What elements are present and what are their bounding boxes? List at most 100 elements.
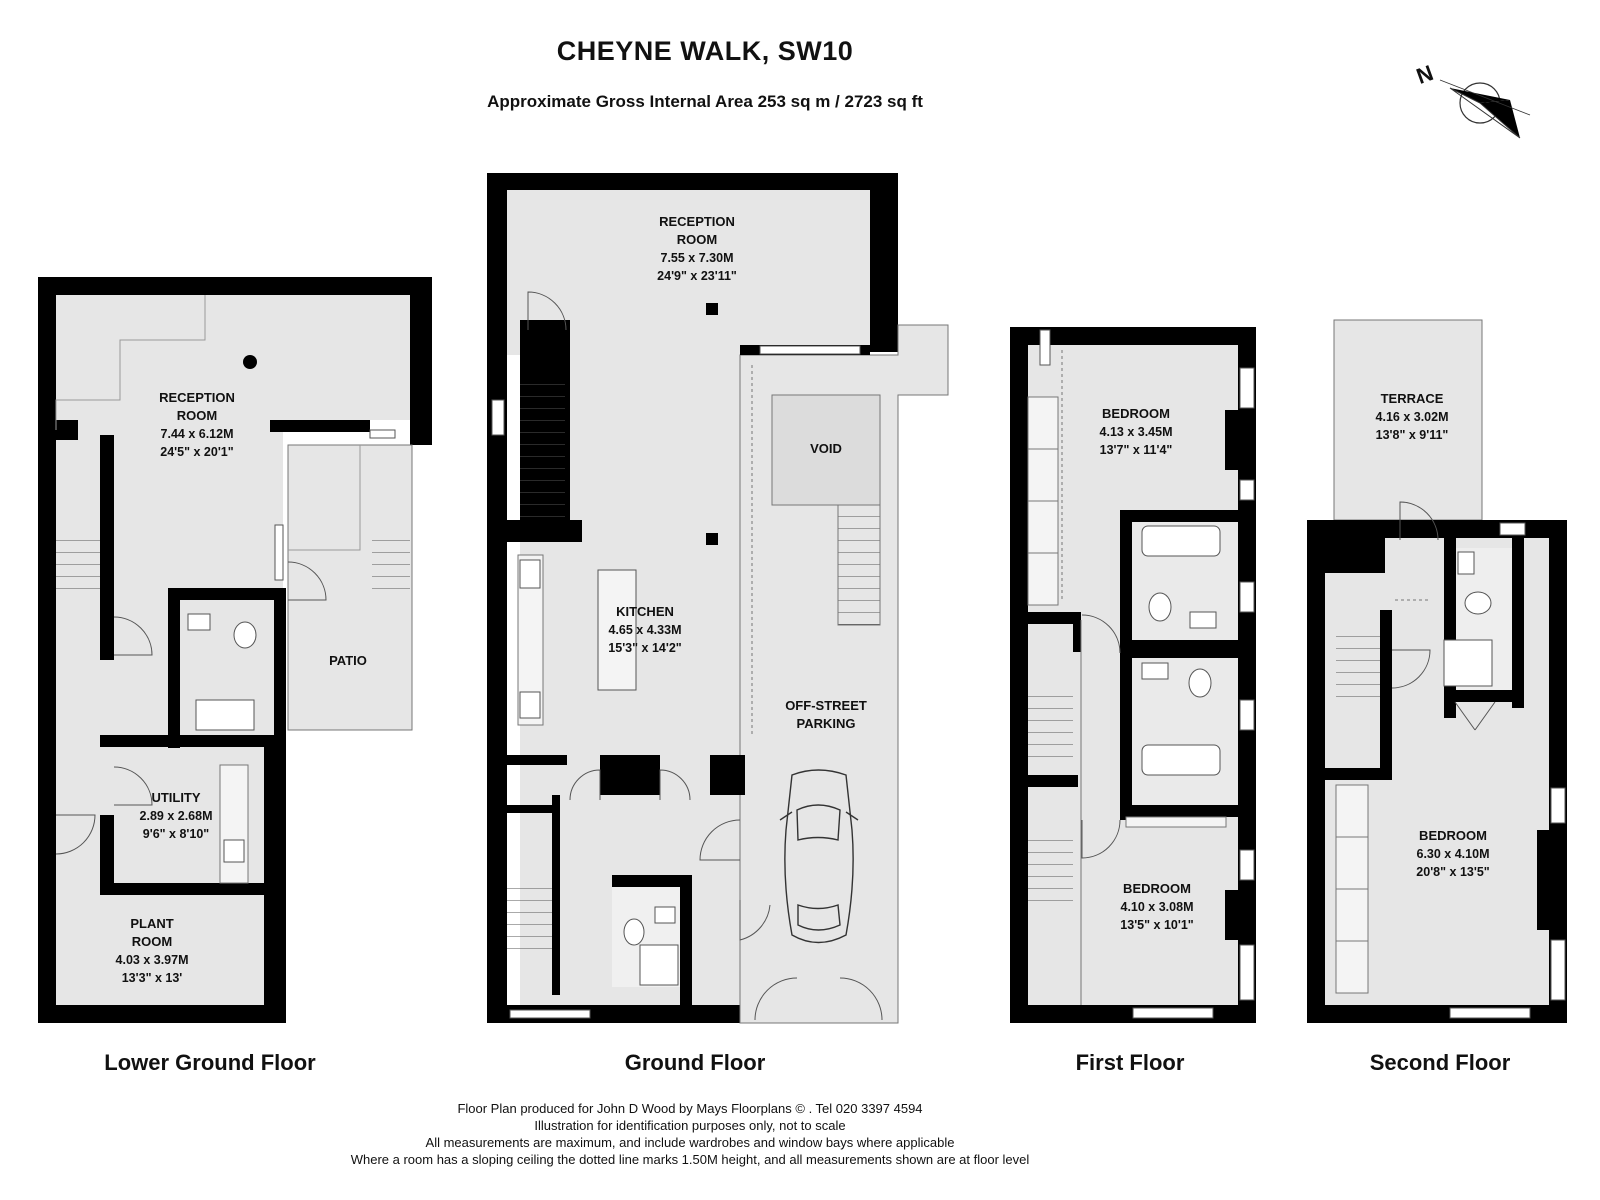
first-door-1 [1081, 614, 1121, 654]
second-floor-plan [1307, 319, 1567, 1023]
ground-door-5 [739, 900, 771, 941]
room-name: TERRACE [1380, 391, 1444, 406]
second-shower [1443, 639, 1493, 687]
ground-shower [639, 944, 679, 986]
ground-column-1 [706, 303, 718, 315]
room-name: PATIO [329, 653, 367, 668]
room-metric: 4.10 x 3.08M [1120, 900, 1194, 914]
lg-reception-label: RECEPTION ROOM 7.44 x 6.12M 24'5" x 20'1… [159, 389, 235, 461]
first-window-4 [1239, 699, 1255, 731]
room-metric: 7.55 x 7.30M [660, 251, 734, 265]
ground-void-stairs [837, 504, 881, 626]
room-metric: 6.30 x 4.10M [1416, 847, 1490, 861]
second-terrace-label: TERRACE 4.16 x 3.02M 13'8" x 9'11" [1376, 390, 1449, 444]
room-imperial: 13'8" x 9'11" [1375, 428, 1449, 442]
ground-wall-e [507, 755, 567, 765]
first-window-1 [1239, 367, 1255, 409]
second-door-terrace [1399, 501, 1439, 541]
lg-utility-wall-b [100, 883, 264, 895]
room-name: ROOM [176, 408, 218, 423]
ground-door-2 [569, 769, 601, 801]
page-title: CHEYNE WALK, SW10 [556, 36, 854, 66]
ground-wc-wall-r [680, 875, 692, 1005]
second-wall-d [1444, 690, 1524, 702]
first-basin-2 [1141, 662, 1169, 680]
lg-door-2 [113, 766, 153, 806]
room-imperial: 9'6" x 8'10" [142, 827, 210, 841]
ground-basin [654, 906, 676, 924]
room-name: VOID [810, 441, 842, 456]
first-wardrobe-2 [1125, 816, 1227, 828]
first-stair-wall [1028, 612, 1076, 624]
first-door-2 [1081, 819, 1121, 859]
ground-window-r [759, 345, 861, 355]
first-bath-2 [1141, 744, 1221, 776]
room-metric: 4.16 x 3.02M [1375, 410, 1449, 424]
first-window-3 [1239, 581, 1255, 613]
lg-patio-edge [288, 445, 361, 551]
lg-window-2 [369, 429, 396, 439]
kitchen-sink [519, 691, 541, 719]
first-bath-1 [1141, 525, 1221, 557]
lg-toilet [233, 621, 257, 649]
ground-wc-wall [612, 875, 692, 887]
first-stair-wall-3 [1073, 612, 1081, 652]
first-wardrobes [1027, 396, 1059, 606]
first-basin-1 [1189, 611, 1217, 629]
lg-wc-wall-l [168, 588, 180, 748]
ground-door-3 [659, 769, 691, 801]
second-window-1 [1499, 522, 1526, 536]
ground-door-1 [527, 291, 567, 331]
lg-utility-wall-top [100, 735, 180, 747]
ground-wall-f [600, 755, 660, 795]
first-bath-fill-2 [1132, 658, 1238, 805]
first-window-5 [1239, 849, 1255, 881]
footer-credit: Floor Plan produced for John D Wood by M… [457, 1101, 923, 1116]
first-stair-wall-2 [1028, 775, 1078, 787]
ground-stair-wall-2 [507, 520, 582, 542]
room-imperial: 20'8" x 13'5" [1416, 865, 1490, 879]
ground-wall-bottom [600, 1005, 740, 1023]
footer-measurements: All measurements are maximum, and includ… [425, 1135, 955, 1150]
second-toilet [1464, 591, 1492, 615]
second-window-2 [1550, 787, 1566, 824]
footer-disclaimer: Illustration for identification purposes… [534, 1118, 846, 1133]
first-bath-wall-top [1120, 510, 1256, 522]
kitchen-island [597, 569, 637, 691]
lg-door-patio [287, 561, 327, 601]
lower-ground-floor-plan [38, 277, 432, 1023]
ground-wall-d [740, 345, 748, 355]
floor-label-second: Second Floor [1369, 1050, 1511, 1075]
floor-label-lower-ground: Lower Ground Floor [104, 1050, 316, 1075]
compass-rose-icon [1439, 79, 1531, 139]
ground-stairs-2 [507, 885, 552, 955]
room-metric: 4.03 x 3.97M [115, 953, 189, 967]
first-stairs [1028, 685, 1073, 765]
room-imperial: 13'7" x 11'4" [1099, 443, 1173, 457]
room-name: RECEPTION [159, 390, 235, 405]
room-name: UTILITY [151, 790, 201, 805]
lg-patio-stairs [372, 540, 410, 600]
ground-wall-g [710, 755, 745, 795]
second-door-2 [1454, 701, 1496, 731]
floor-label-first: First Floor [1075, 1050, 1185, 1075]
room-metric: 4.13 x 3.45M [1099, 425, 1173, 439]
room-name: ROOM [131, 934, 173, 949]
first-toilet-2 [1188, 668, 1212, 698]
lg-door-3 [55, 814, 96, 855]
lg-utility-sink [223, 839, 245, 863]
room-metric: 2.89 x 2.68M [139, 809, 213, 823]
void-fill [771, 394, 881, 506]
first-bath-wall-mid [1120, 640, 1256, 658]
ground-garage-doors [754, 977, 883, 1021]
car-icon [779, 769, 859, 944]
floor-label-ground: Ground Floor [624, 1050, 766, 1075]
terrace-fill [1333, 319, 1483, 521]
first-window-7 [1132, 1007, 1214, 1019]
second-pillar [1537, 830, 1551, 930]
lg-plant-label: PLANT ROOM 4.03 x 3.97M 13'3" x 13' [116, 915, 189, 987]
first-window-2 [1239, 479, 1255, 501]
kitchen-hob [519, 559, 541, 589]
ground-wall-i [552, 795, 560, 995]
